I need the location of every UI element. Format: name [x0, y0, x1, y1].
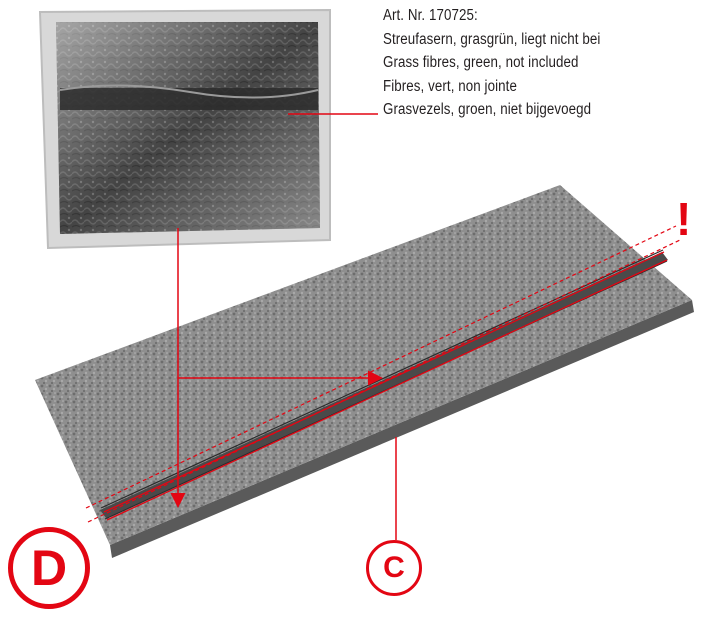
caption-line-de: Streufasern, grasgrün, liegt nicht bei: [383, 28, 675, 52]
track-badge-c: C: [366, 540, 422, 596]
fibre-bag: [40, 10, 330, 248]
warning-mark: !: [676, 196, 691, 242]
caption-line-en: Grass fibres, green, not included: [383, 51, 675, 75]
article-number: Art. Nr. 170725:: [383, 4, 675, 28]
caption-line-nl: Grasvezels, groen, niet bijgevoegd: [383, 98, 675, 122]
country-badge-d: D: [8, 527, 90, 609]
product-caption: Art. Nr. 170725: Streufasern, grasgrün, …: [383, 4, 675, 122]
caption-line-fr: Fibres, vert, non jointe: [383, 75, 675, 99]
